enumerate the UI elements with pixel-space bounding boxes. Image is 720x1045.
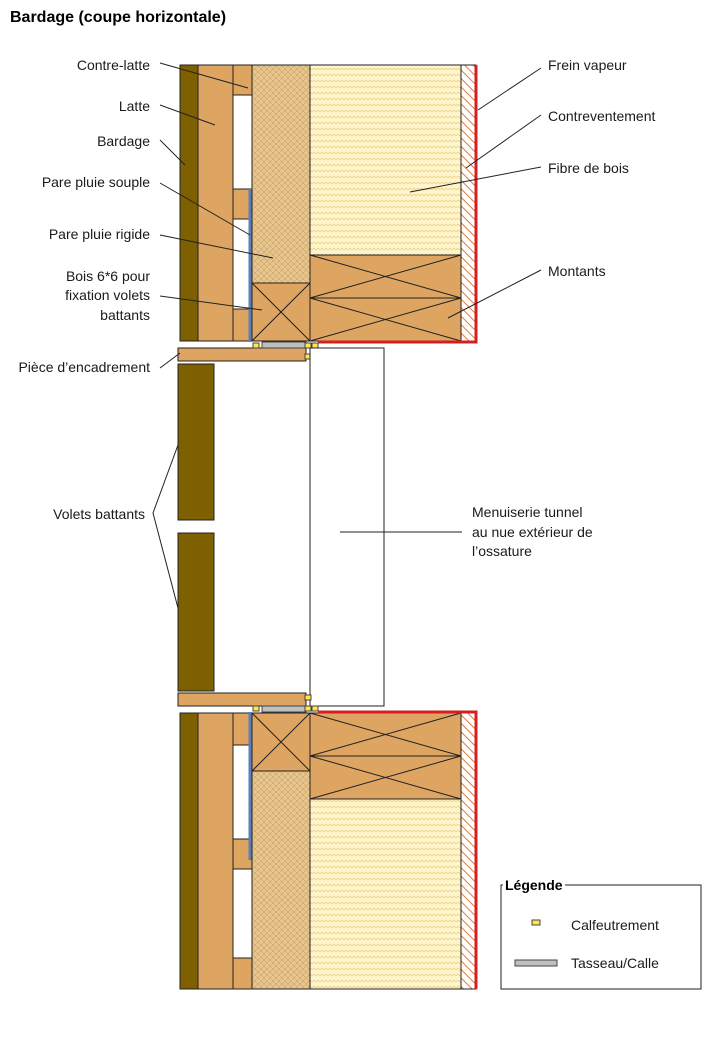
menuiserie-tunnel	[309, 347, 385, 707]
upper-wall	[179, 64, 478, 344]
calfeutrement-bottom-4	[311, 705, 319, 712]
label-menuiserie-line-1: Menuiserie tunnel	[472, 504, 583, 520]
calfeutrement-swatch	[531, 919, 541, 926]
tasseau-bottom	[261, 705, 307, 713]
contre-latte-top-1	[232, 64, 253, 96]
legend-label-calfeutrement: Calfeutrement	[571, 917, 659, 933]
tasseau-swatch	[514, 959, 558, 967]
legend-title-bg	[503, 878, 565, 892]
tasseau-top	[261, 341, 307, 349]
latte-bottom	[197, 712, 234, 990]
volet-battant-2	[177, 532, 215, 692]
legend-label-tasseau: Tasseau/Calle	[571, 955, 659, 971]
labels: Contre-latte Latte Bardage Pare pluie so…	[18, 57, 655, 559]
volet-battant-1	[177, 363, 215, 521]
piece-encadrement-bottom	[177, 692, 307, 707]
calfeutrement-bottom-3	[304, 705, 312, 712]
rigid-board-top	[251, 64, 311, 284]
label-contre-latte: Contre-latte	[77, 57, 150, 73]
insulation-bottom	[309, 798, 462, 990]
label-latte: Latte	[119, 98, 150, 114]
piece-encadrement-top	[177, 347, 307, 362]
calfeutrement-bottom-1	[304, 694, 312, 701]
insulation-top	[309, 64, 462, 256]
lower-wall	[179, 710, 478, 990]
label-menuiserie-line-3: l’ossature	[472, 543, 532, 559]
contre-latte-bottom-3	[232, 957, 253, 990]
calfeutrement-top-2	[304, 342, 312, 349]
legend: Légende Calfeutrement Tasseau/Calle	[500, 877, 702, 990]
label-menuiserie-line-2: au nue extérieur de	[472, 524, 593, 540]
label-pare-pluie-souple: Pare pluie souple	[42, 174, 150, 190]
label-bois-6x6-line-1: Bois 6*6 pour	[66, 268, 150, 284]
label-pare-pluie-rigide: Pare pluie rigide	[49, 226, 150, 242]
diagram-title: Bardage (coupe horizontale)	[10, 9, 226, 26]
contreventement-top	[460, 64, 477, 342]
frein-vapeur-bottom	[318, 710, 478, 989]
label-montants: Montants	[548, 263, 606, 279]
air-gap-top-1	[232, 94, 253, 190]
label-volets-battants: Volets battants	[53, 506, 145, 522]
label-frein-vapeur: Frein vapeur	[548, 57, 627, 73]
air-gap-bottom-2	[232, 868, 253, 959]
label-fibre-de-bois: Fibre de bois	[548, 160, 629, 176]
label-contreventement: Contreventement	[548, 108, 656, 124]
legend-box	[500, 884, 702, 990]
frein-vapeur-top	[318, 65, 478, 344]
rigid-board-bottom	[251, 770, 311, 990]
legend-title: Légende	[505, 877, 563, 893]
calfeutrement-top-4	[311, 342, 319, 349]
label-bois-6x6-line-2: fixation volets	[65, 287, 150, 303]
calfeutrement-bottom-2	[252, 705, 260, 712]
window-opening	[177, 341, 385, 713]
bardage-board-bottom	[179, 712, 199, 990]
calfeutrement-top-1	[252, 342, 260, 349]
leader-lines	[152, 62, 542, 609]
label-bois-6x6-line-3: battants	[100, 307, 150, 323]
latte-top	[197, 64, 234, 342]
label-bardage: Bardage	[97, 133, 150, 149]
label-piece-encadrement: Pièce d’encadrement	[18, 359, 150, 375]
contreventement-bottom	[460, 712, 477, 990]
